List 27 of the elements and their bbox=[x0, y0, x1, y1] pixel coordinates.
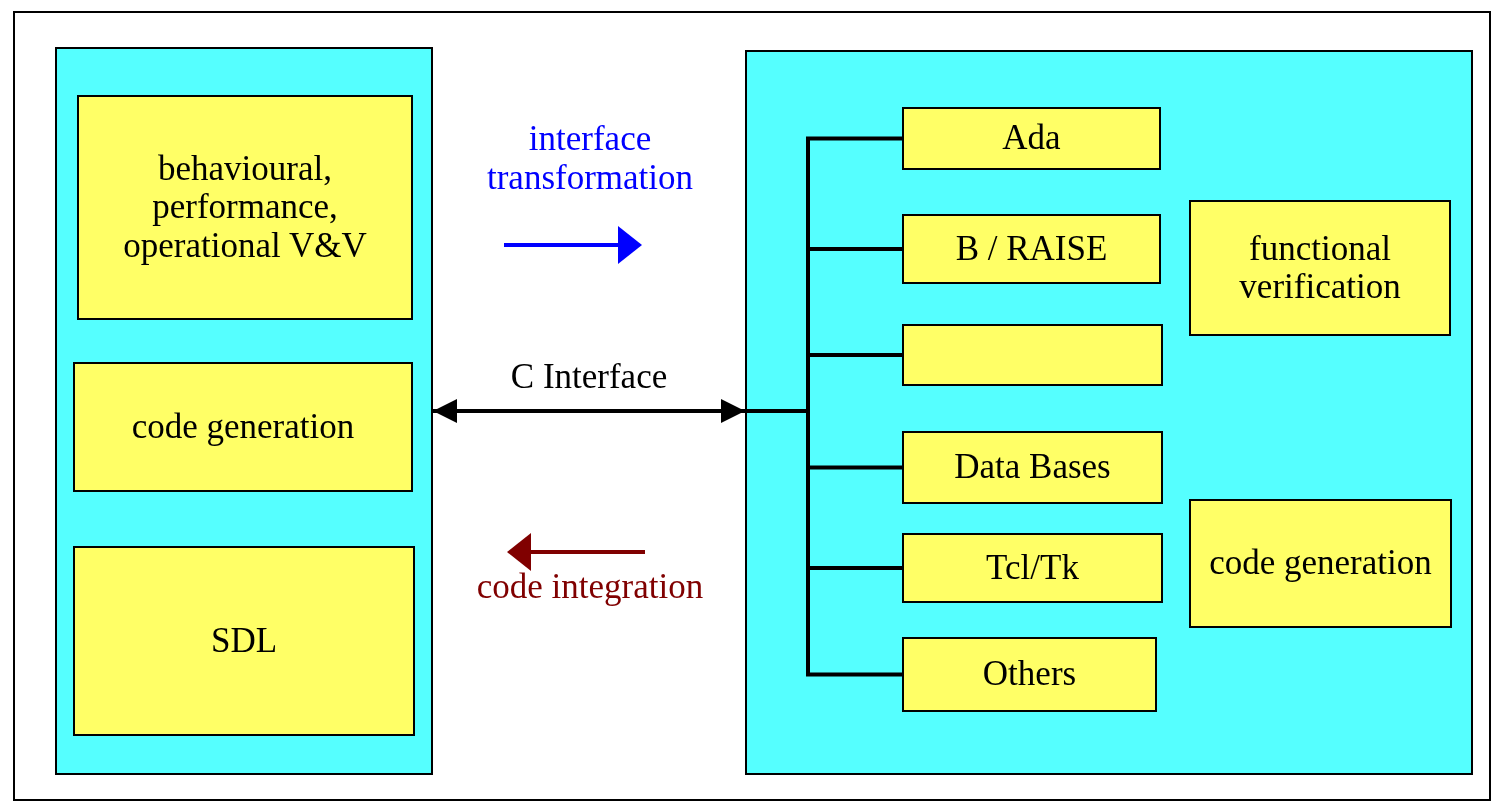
box-label: SDL bbox=[209, 621, 279, 661]
text-box bbox=[73, 546, 415, 736]
connector bbox=[433, 399, 745, 423]
box-label: functional verification bbox=[1238, 229, 1402, 307]
text-box bbox=[902, 431, 1163, 504]
text-box bbox=[1189, 200, 1451, 336]
text-box bbox=[77, 95, 413, 320]
box-label: Others bbox=[981, 655, 1078, 694]
text-box bbox=[902, 637, 1157, 712]
box-label: Tcl/Tk bbox=[985, 548, 1080, 588]
box-label: code generation bbox=[130, 407, 356, 447]
panel bbox=[745, 50, 1473, 775]
text-box bbox=[902, 214, 1161, 284]
text-box bbox=[902, 533, 1163, 603]
box-label: B / RAISE bbox=[954, 229, 1109, 269]
box-label: code generation bbox=[1208, 544, 1433, 583]
text-box bbox=[902, 107, 1161, 170]
box-label: Data Bases bbox=[953, 448, 1112, 487]
box-label: Ada bbox=[1001, 119, 1062, 158]
text-box bbox=[73, 362, 413, 492]
panel bbox=[55, 47, 433, 775]
empty-box bbox=[902, 324, 1163, 386]
box-label: behavioural, performance, operational V&V bbox=[122, 149, 368, 266]
annotation-text: code integration bbox=[475, 568, 705, 607]
connector bbox=[745, 409, 902, 677]
annotation-text: interface transformation bbox=[485, 120, 695, 197]
text-box bbox=[1189, 499, 1452, 628]
